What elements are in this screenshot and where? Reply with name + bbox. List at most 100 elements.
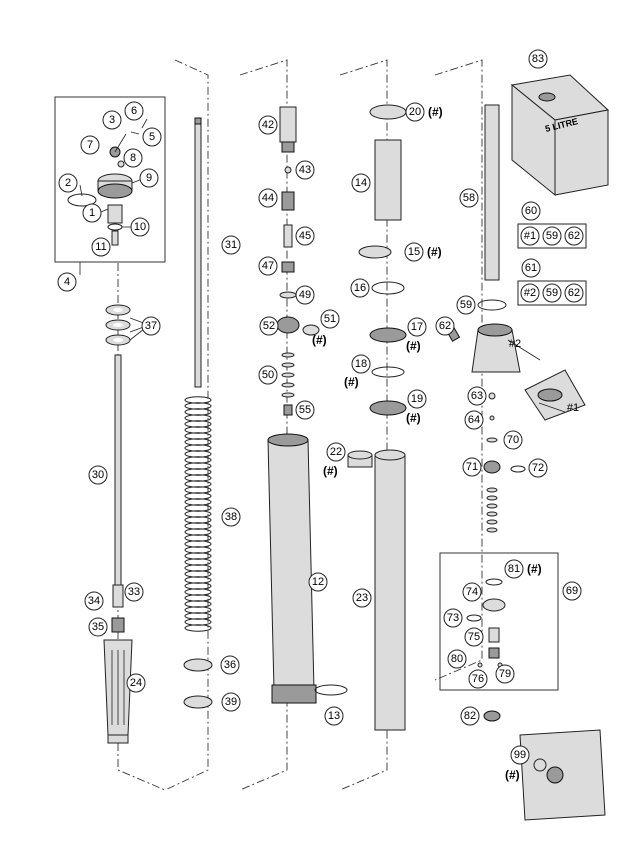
part-number-42: 42	[262, 119, 274, 131]
part-callout-6	[124, 101, 144, 121]
part-number-11: 11	[95, 241, 106, 253]
part-number-45: 45	[299, 230, 311, 242]
part-number-43: 43	[299, 164, 311, 176]
part-number-79: 79	[499, 668, 511, 680]
part-number-15: 15	[408, 246, 420, 258]
spring-coil	[184, 618, 212, 626]
inner-rod	[194, 117, 202, 388]
part-number-20: 20	[409, 106, 421, 118]
inner-tube	[374, 449, 406, 731]
part-callout-7	[80, 135, 100, 155]
damper-valve-stack	[276, 106, 320, 416]
part-callout-79	[495, 664, 515, 684]
kit-ref-2: #2	[509, 338, 521, 350]
hash-mark-22: (#)	[323, 464, 338, 478]
part-callout-62	[435, 316, 455, 336]
spring-coil	[184, 570, 212, 578]
spring-washer	[183, 695, 213, 709]
part-callout-9	[139, 168, 159, 188]
part-number-34: 34	[88, 595, 100, 607]
part-number-83: 83	[532, 53, 544, 65]
part-number-64: 64	[468, 414, 480, 426]
kit-61-item: 59	[546, 287, 558, 299]
part-callout-64	[464, 410, 484, 430]
part-callout-37	[141, 316, 161, 336]
part-callout-43	[295, 160, 315, 180]
hash-mark-51: (#)	[312, 333, 327, 347]
part-number-10: 10	[134, 221, 146, 233]
spring-coil	[184, 582, 212, 590]
part-callout-81	[504, 559, 524, 579]
part-number-38: 38	[225, 511, 237, 523]
hash-mark-15: (#)	[427, 245, 442, 259]
part-callout-2	[58, 173, 78, 193]
part-number-14: 14	[355, 177, 367, 189]
part-number-74: 74	[466, 586, 478, 598]
part-number-60: 60	[525, 205, 537, 217]
spring-coil	[184, 600, 212, 608]
hash-mark-99: (#)	[505, 768, 520, 782]
part-callout-36	[220, 655, 240, 675]
kit-61-item: 62	[568, 287, 580, 299]
kit-61-box	[517, 280, 587, 306]
spring-coil	[184, 486, 212, 494]
spring-coil	[184, 516, 212, 524]
spring-coil	[184, 432, 212, 440]
hash-mark-19: (#)	[406, 411, 421, 425]
cap-assembly-frame	[54, 96, 166, 263]
part-number-80: 80	[451, 653, 463, 665]
part-callout-49	[295, 285, 315, 305]
part-number-73: 73	[447, 612, 459, 624]
part-number-8: 8	[130, 152, 136, 164]
spring-coil	[184, 540, 212, 548]
part-callout-16	[350, 278, 370, 298]
spring-coil	[184, 624, 212, 632]
spring-coil	[184, 456, 212, 464]
part-number-59: 59	[460, 299, 472, 311]
seal-ring	[483, 710, 501, 722]
hash-mark-81: (#)	[527, 562, 542, 576]
part-callout-13	[324, 706, 344, 726]
part-callout-60	[521, 201, 541, 221]
kit-61-contents: #2 59 62	[520, 283, 584, 303]
part-number-49: 49	[299, 289, 311, 301]
parts-bag	[519, 729, 606, 821]
part-callout-33	[124, 582, 144, 602]
part-number-51: 51	[324, 313, 336, 325]
part-callout-50	[258, 365, 278, 385]
hash-mark-17: (#)	[406, 339, 421, 353]
part-callout-51	[320, 309, 340, 329]
valve-assembly-parts	[466, 578, 506, 668]
part-callout-75	[464, 627, 484, 647]
part-number-99: 99	[514, 749, 526, 761]
part-callout-82	[460, 706, 480, 726]
part-number-82: 82	[464, 710, 476, 722]
part-callout-12	[308, 572, 328, 592]
part-callout-55	[295, 400, 315, 420]
part-callout-19	[407, 389, 427, 409]
spring-coil	[184, 504, 212, 512]
part-callout-63	[467, 386, 487, 406]
spring-coil	[184, 426, 212, 434]
part-number-17: 17	[411, 321, 423, 333]
spring-coil	[184, 498, 212, 506]
spring-coil	[184, 612, 212, 620]
part-callout-34	[84, 591, 104, 611]
part-number-39: 39	[225, 696, 237, 708]
part-number-62: 62	[439, 320, 451, 332]
part-callout-76	[468, 669, 488, 689]
part-callout-72	[528, 458, 548, 478]
part-number-19: 19	[411, 393, 423, 405]
part-callout-52	[259, 316, 279, 336]
part-callout-11	[91, 237, 111, 257]
part-number-36: 36	[224, 659, 236, 671]
kit-60-box	[517, 223, 587, 249]
spring-coil	[184, 546, 212, 554]
damper-rod-group	[103, 354, 133, 744]
spring-coil	[184, 396, 212, 404]
washer-stack	[105, 304, 131, 346]
part-callout-39	[221, 692, 241, 712]
part-number-37: 37	[145, 320, 157, 332]
part-number-3: 3	[109, 114, 115, 126]
kit-61-item: #2	[524, 287, 536, 299]
